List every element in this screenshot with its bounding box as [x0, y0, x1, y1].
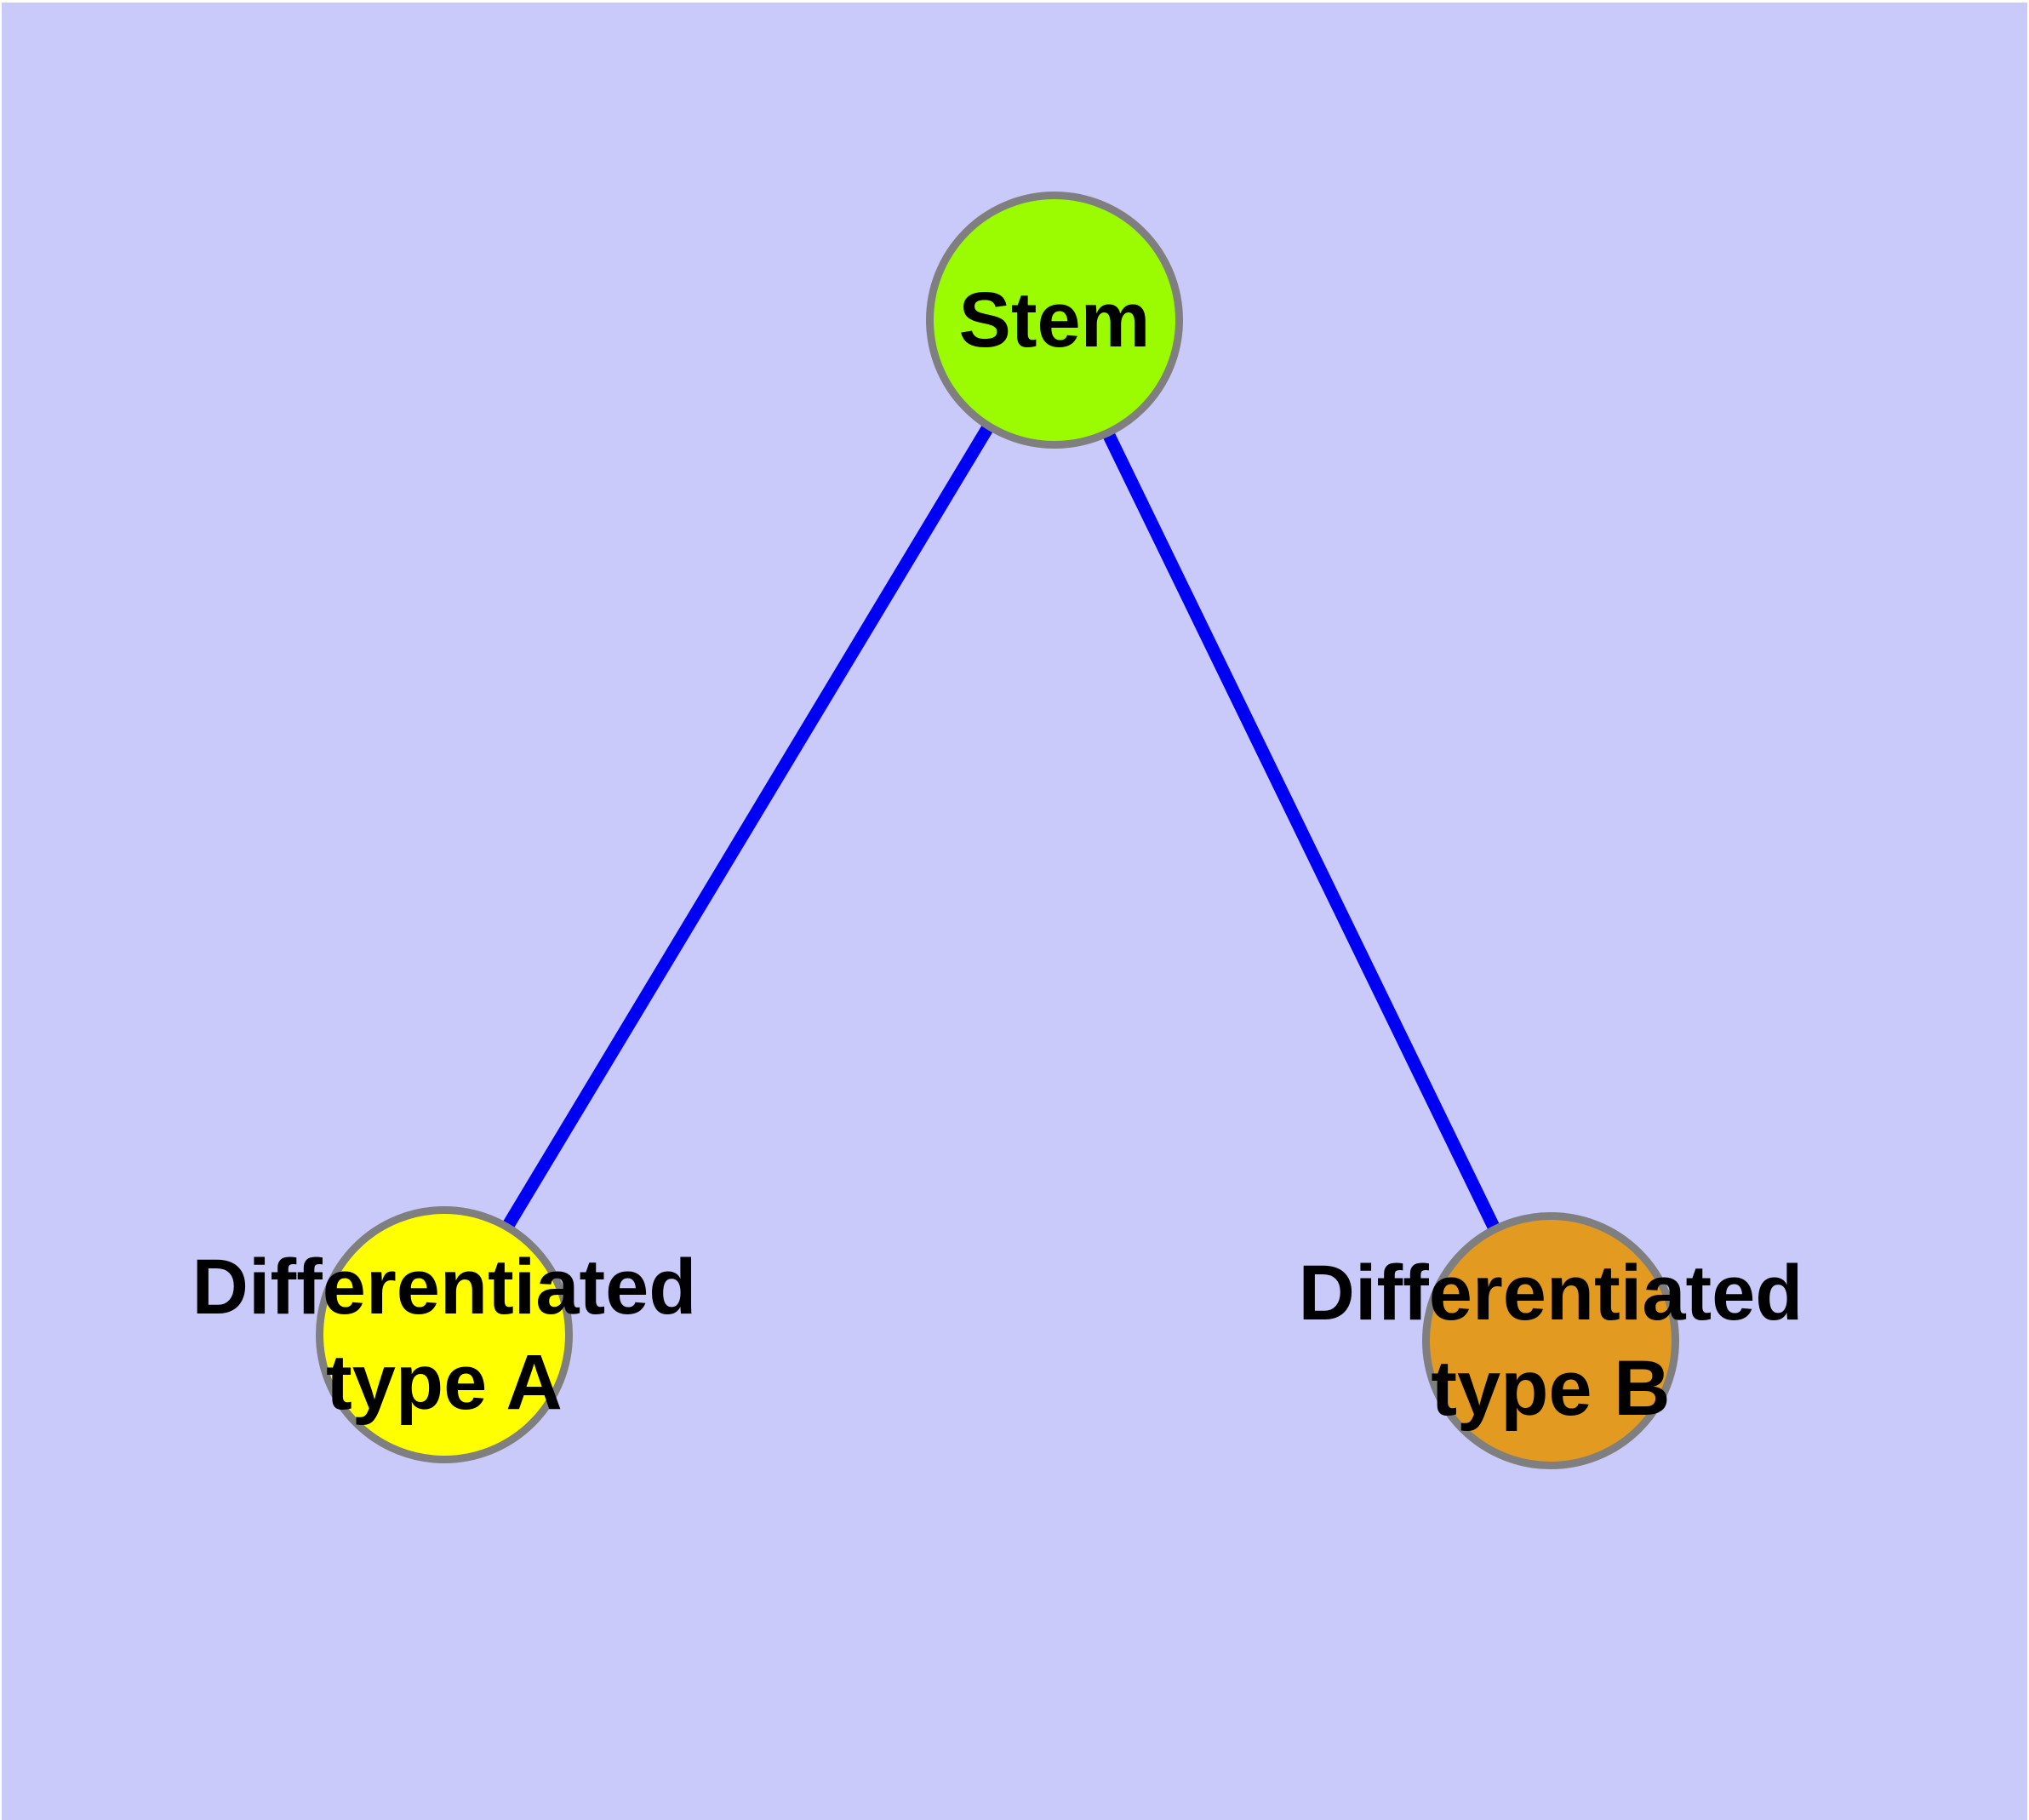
node-stem-label: Stem	[959, 272, 1151, 368]
edges-layer	[437, 316, 1554, 1342]
diagram-canvas: Stem Differentiated type A Differentiate…	[2, 3, 2027, 1820]
node-differentiated-type-b-label: Differentiated type B	[1299, 1245, 1803, 1436]
node-label-line: type A	[326, 1339, 563, 1426]
node-label-line: type B	[1431, 1345, 1671, 1432]
node-label-line: Differentiated	[191, 1244, 697, 1331]
node-differentiated-type-a-circle	[316, 1206, 573, 1463]
node-differentiated-type-b-circle	[1422, 1212, 1679, 1469]
node-stem-circle	[926, 192, 1183, 449]
edge-stem-to-differentiated-type-b	[1047, 317, 1554, 1342]
node-differentiated-type-a-label: Differentiated type A	[192, 1239, 697, 1430]
node-label-line: Stem	[958, 277, 1151, 363]
node-label-line: Differentiated	[1298, 1250, 1803, 1336]
edge-stem-to-differentiated-type-a	[437, 316, 1059, 1336]
